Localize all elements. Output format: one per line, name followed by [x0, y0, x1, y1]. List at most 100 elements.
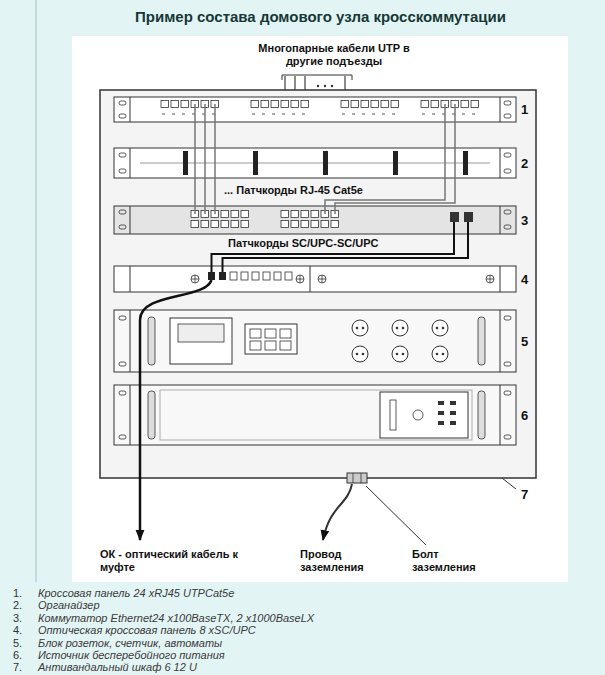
incoming-cables — [282, 75, 352, 80]
socket-pin — [436, 327, 439, 330]
ups-unit — [500, 385, 501, 445]
list-item: Коммутатор Ethernet24 x100BaseTX, 2 x100… — [38, 612, 314, 624]
ups-unit — [390, 400, 396, 430]
cabinet — [100, 90, 536, 478]
ethernet-switch — [504, 225, 511, 229]
socket-pin — [442, 327, 445, 330]
socket-pin — [436, 353, 439, 356]
power-distribution-unit — [280, 341, 291, 350]
list-item: Источник бесперебойного питания — [38, 649, 225, 661]
power-distribution-unit — [500, 310, 501, 372]
optical-patch-panel — [191, 275, 199, 283]
cable-organizer — [183, 151, 188, 175]
power-distribution-unit — [114, 310, 516, 372]
ethernet-switch — [119, 210, 126, 214]
ground-bolt — [353, 473, 354, 483]
cabinet — [100, 90, 536, 478]
power-distribution-unit — [245, 324, 297, 354]
socket-pin — [362, 353, 365, 356]
cable-label: ОК - оптический кабель к муфте — [100, 548, 250, 574]
power-distribution-unit — [478, 317, 485, 365]
ground-bolt — [347, 473, 367, 483]
socket-pin — [402, 327, 405, 330]
sc-patch-cord — [223, 222, 469, 272]
power-distribution-unit — [148, 317, 155, 365]
ethernet-switch — [119, 225, 126, 229]
optical-patch-panel — [318, 275, 326, 283]
power-distribution-unit — [280, 329, 291, 338]
ups-unit — [450, 401, 456, 405]
cable-organizer — [119, 169, 126, 173]
cable-organizer — [500, 148, 501, 178]
ups-unit — [119, 391, 126, 395]
list-item: Кроссовая панель 24 xRJ45 UTPCat5e — [38, 587, 234, 599]
power-socket — [432, 346, 448, 362]
patch-panel — [504, 101, 511, 105]
ups-unit — [160, 390, 472, 440]
callout-number: 4 — [521, 272, 528, 287]
optical-cable — [140, 280, 212, 540]
diagram-title: Пример состава домового узла кросскоммут… — [36, 8, 605, 26]
power-distribution-unit — [265, 341, 276, 350]
ethernet-switch — [450, 212, 459, 222]
ups-unit — [450, 421, 456, 425]
list-number: 2. — [13, 599, 22, 611]
cable-label: Патчкорды SC/UPC-SC/UPC — [226, 237, 381, 250]
ups-unit — [413, 410, 423, 420]
callout-number: 5 — [521, 334, 528, 349]
ground-wire — [323, 484, 352, 540]
power-distribution-unit — [119, 362, 126, 366]
page-ground — [72, 36, 568, 582]
optical-patch-panel — [252, 272, 259, 280]
patch-panel — [130, 97, 131, 122]
ups-unit — [119, 435, 126, 439]
optical-patch-panel — [263, 272, 270, 280]
cable-organizer — [253, 151, 258, 175]
rj45-patch-cord — [214, 104, 216, 214]
ethernet-switch — [130, 206, 131, 234]
ethernet-switch — [464, 212, 473, 222]
power-socket — [352, 346, 368, 362]
optical-patch-panel — [318, 275, 326, 283]
ups-unit — [438, 421, 444, 425]
cable-organizer — [323, 151, 328, 175]
ethernet-switch — [190, 210, 250, 230]
optical-patch-panel — [130, 266, 131, 292]
cable-organizer — [130, 148, 131, 178]
power-distribution-unit — [178, 324, 224, 342]
patch-panel — [119, 114, 126, 118]
list-item: Антивандальный шкаф 6 12 U — [38, 661, 197, 673]
patch-panel — [420, 100, 480, 108]
ground-label: Провод заземления — [300, 548, 384, 574]
power-socket — [352, 320, 368, 336]
incoming-cables — [324, 85, 326, 87]
ups-unit — [478, 391, 485, 439]
power-socket — [352, 320, 448, 362]
sc-patch-cord — [212, 222, 469, 272]
optical-patch-panel — [296, 275, 304, 283]
optical-patch-panel — [274, 272, 281, 280]
cable-organizer — [504, 153, 511, 157]
power-distribution-unit — [250, 329, 261, 338]
list-number: 6. — [13, 649, 22, 661]
rj45-patch-cord — [204, 104, 206, 214]
patch-panel — [250, 100, 310, 108]
list-number: 5. — [13, 637, 22, 649]
socket-pin — [356, 327, 359, 330]
list-number: 3. — [13, 612, 22, 624]
list-number: 7. — [13, 661, 22, 673]
ground-bolt — [361, 473, 362, 483]
power-distribution-unit — [170, 318, 232, 364]
cable-organizer — [140, 163, 490, 164]
ups-unit — [114, 385, 516, 445]
callout-number: 2 — [521, 156, 528, 171]
rj45-patch-cord — [335, 104, 455, 214]
ethernet-switch — [114, 206, 516, 234]
socket-pin — [356, 353, 359, 356]
leader-line — [502, 478, 516, 489]
patch-panel — [162, 114, 218, 115]
optical-patch-panel — [114, 266, 516, 292]
socket-pin — [362, 327, 365, 330]
ups-unit — [130, 385, 131, 445]
cable-label: Многопарные кабели UTP в другие подъезды — [258, 42, 410, 68]
